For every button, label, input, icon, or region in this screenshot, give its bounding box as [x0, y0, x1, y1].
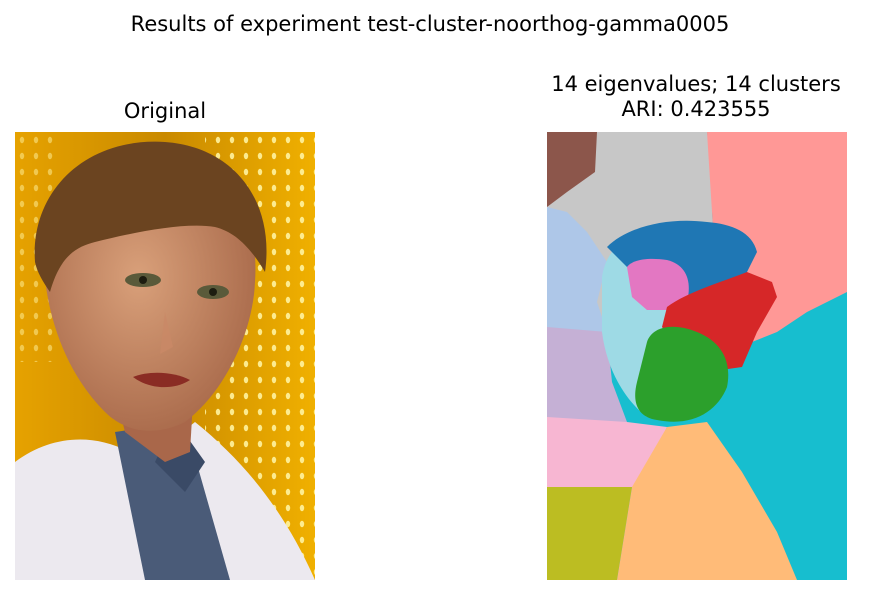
segmentation-panel-title: 14 eigenvalues; 14 clusters ARI: 0.42355…: [520, 72, 872, 122]
cluster-region-brown: [547, 132, 597, 207]
original-photo-illustration: [15, 132, 315, 580]
cluster-region-light-blue: [547, 207, 607, 332]
original-panel-title: Original: [123, 99, 207, 123]
cluster-region-orange: [617, 422, 797, 580]
cluster-region-green: [635, 326, 729, 422]
segmentation-map-svg: [547, 132, 847, 580]
segmentation-title-line1: 14 eigenvalues; 14 clusters: [551, 72, 841, 96]
cluster-region-olive: [547, 487, 632, 580]
cluster-region-magenta: [627, 258, 689, 310]
figure-title: Results of experiment test-cluster-noort…: [130, 12, 730, 36]
segmentation-title-line2: ARI: 0.423555: [621, 97, 771, 121]
segmentation-map: [547, 132, 847, 580]
original-image: [15, 132, 315, 580]
cluster-region-pink: [547, 417, 667, 492]
